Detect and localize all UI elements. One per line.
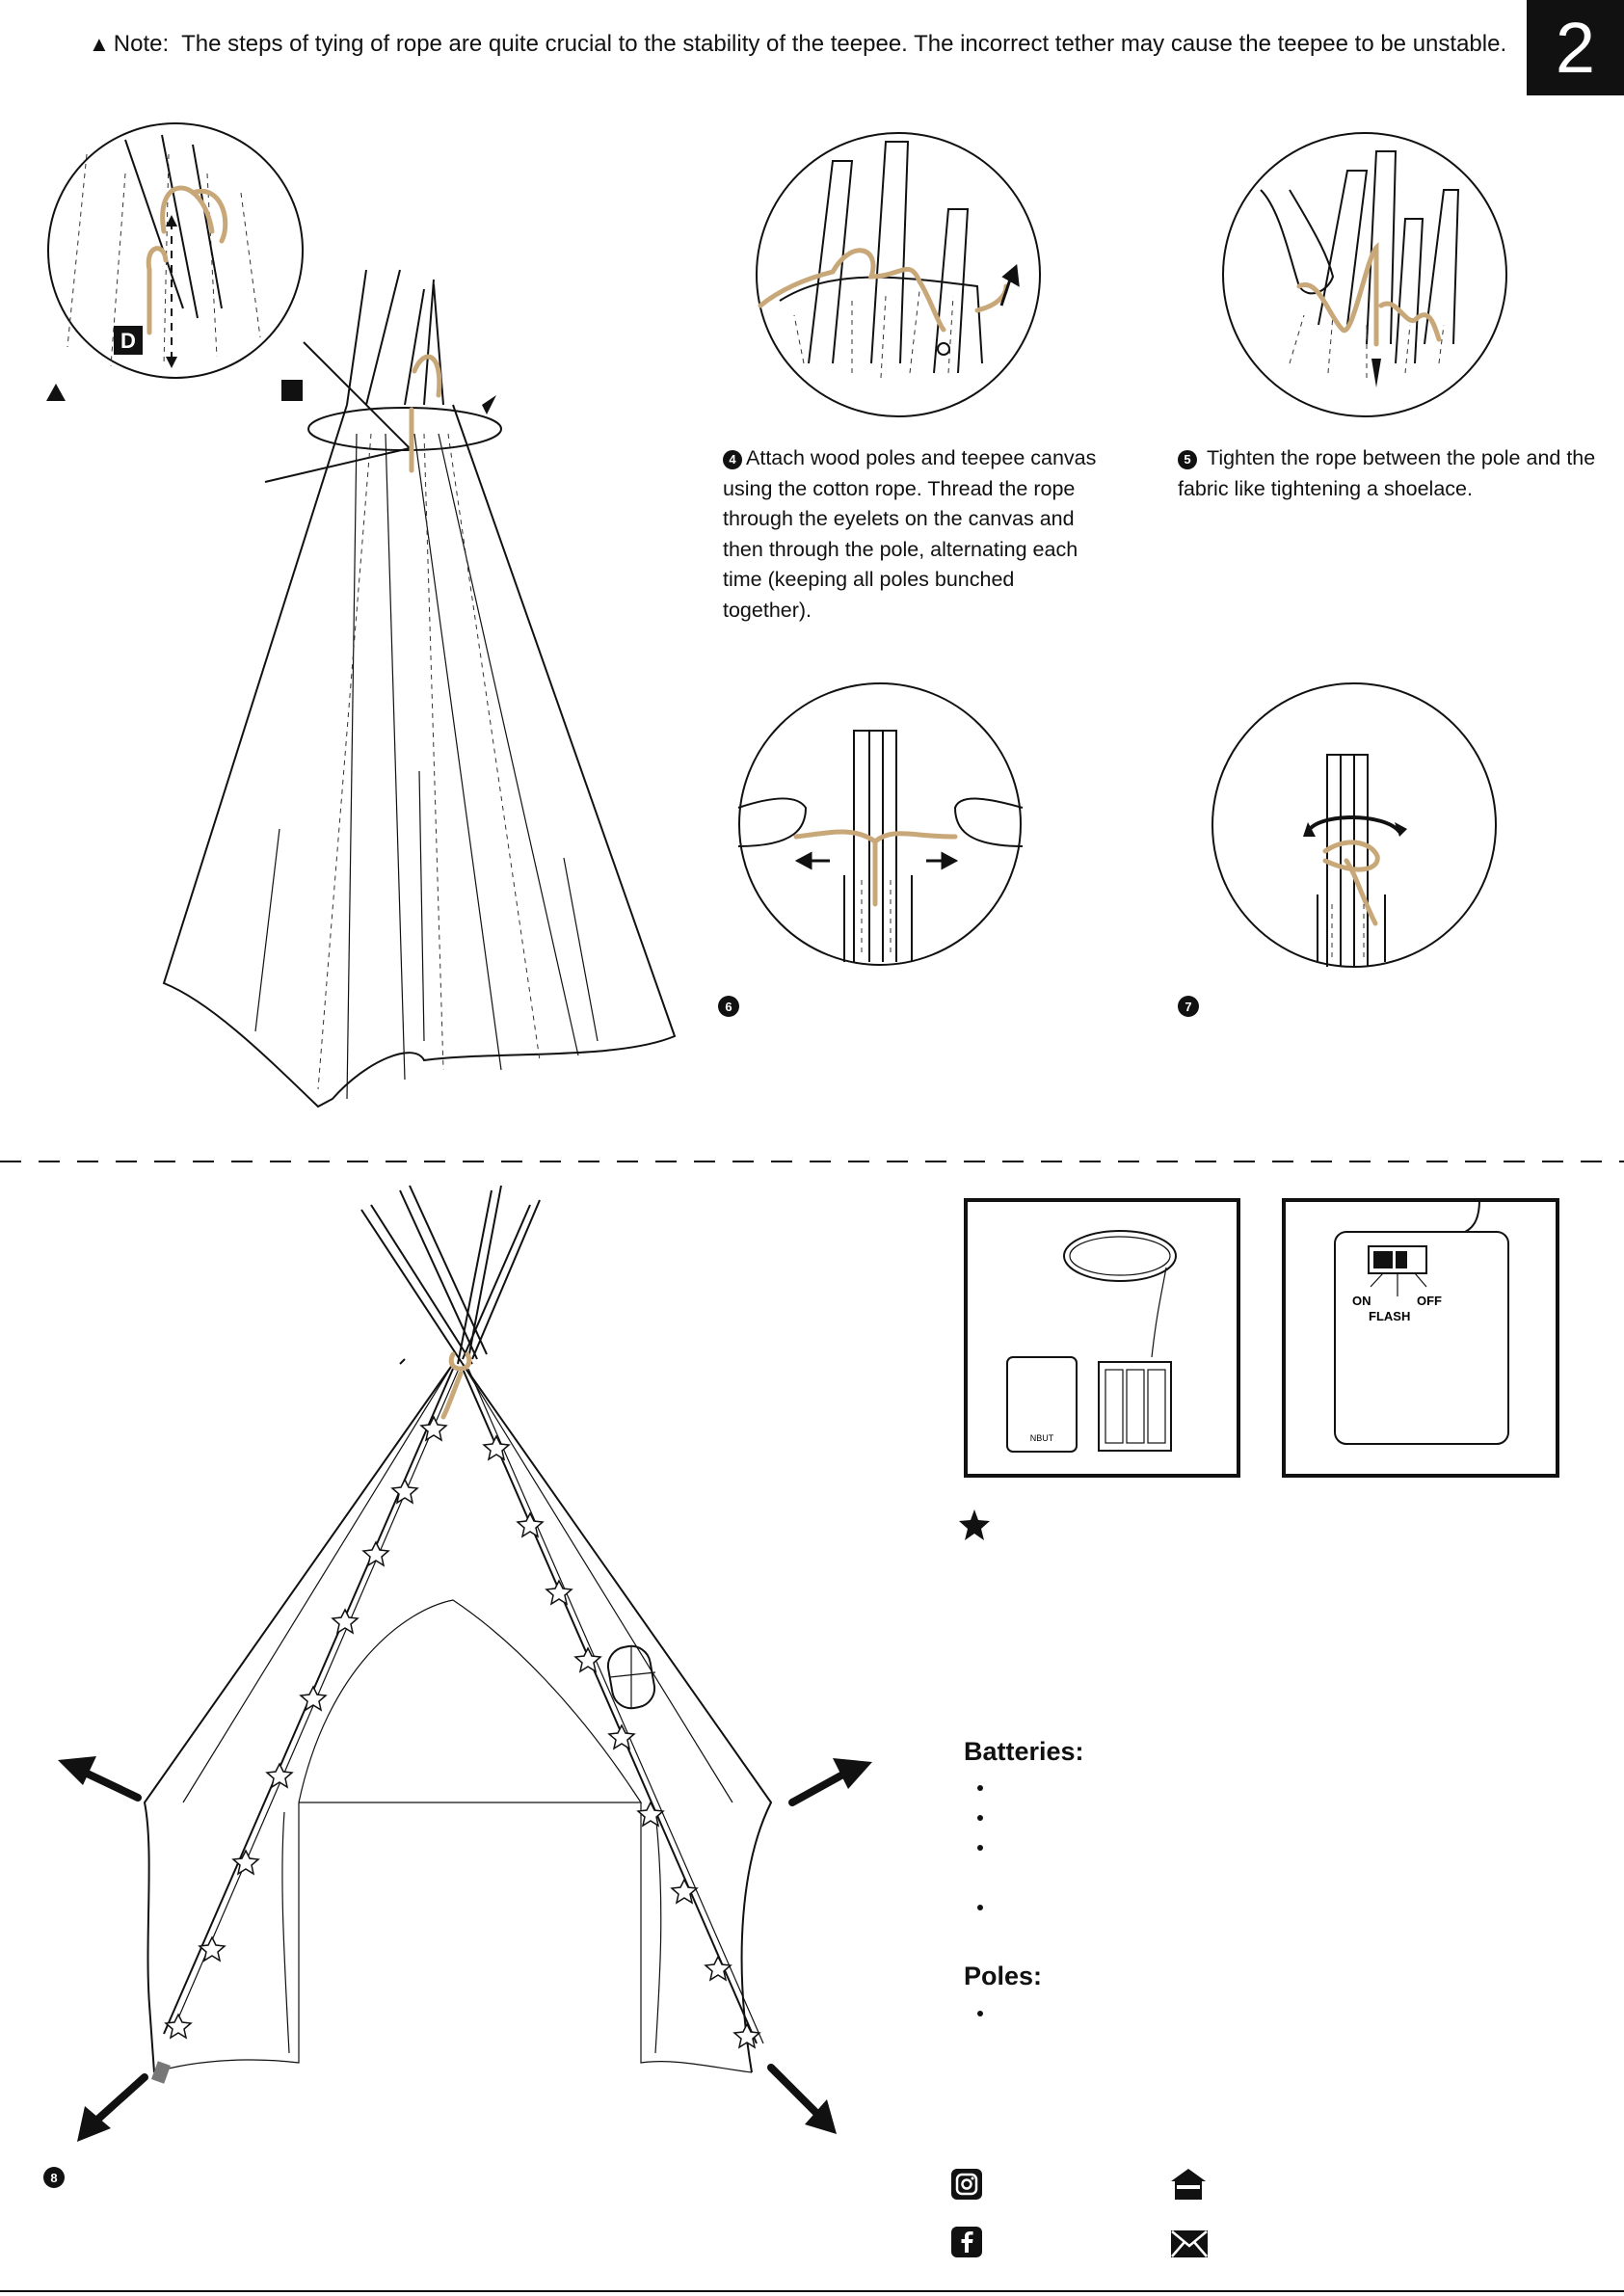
star-icon xyxy=(959,1509,990,1540)
section-divider xyxy=(0,1161,1624,1162)
batteries-bullet-2 xyxy=(977,1815,983,1821)
note-separator: : xyxy=(162,31,170,57)
poles-heading: Poles: xyxy=(964,1962,1043,1990)
batteries-bullet-4 xyxy=(977,1905,983,1910)
warning-marker-icon xyxy=(46,384,66,401)
step-5-badge: 5 xyxy=(1178,449,1197,469)
callout-letter: D xyxy=(120,329,136,353)
step-4-description: Attach wood poles and teepee canvas usin… xyxy=(723,446,1097,622)
safety-note: ▲Note: The steps of tying of rope are qu… xyxy=(89,31,1506,58)
step-7-label: 7 xyxy=(1178,996,1203,1017)
battery-box-label: NBUT xyxy=(1030,1433,1054,1443)
step-5-illustration xyxy=(1222,132,1507,417)
step-8-label: 8 xyxy=(43,2167,68,2188)
batteries-bullet-1 xyxy=(977,1785,983,1791)
switch-illustration: ON FLASH OFF xyxy=(1282,1198,1559,1478)
step-7-illustration xyxy=(1211,682,1497,968)
home-icon[interactable] xyxy=(1171,2169,1206,2200)
mail-icon[interactable] xyxy=(1171,2230,1208,2261)
step-6-illustration xyxy=(737,682,1024,966)
callout-letter-box xyxy=(114,326,143,355)
step-5-text: 5 Tighten the rope between the pole and … xyxy=(1178,443,1602,504)
teepee-rope-callout-illustration: D xyxy=(46,122,677,1108)
step-8-teepee-illustration xyxy=(58,1185,872,2142)
step-6-badge: 6 xyxy=(718,996,739,1017)
switch-off-label: OFF xyxy=(1417,1294,1442,1308)
batteries-bullet-3 xyxy=(977,1845,983,1851)
warning-icon: ▲ xyxy=(89,32,110,56)
step-8-badge: 8 xyxy=(43,2167,65,2188)
switch-flash-label: FLASH xyxy=(1369,1309,1410,1323)
step-5-description: Tighten the rope between the pole and th… xyxy=(1178,446,1596,500)
square-marker-icon xyxy=(281,380,303,401)
batteries-heading: Batteries: xyxy=(964,1737,1084,1766)
light-string-battery-illustration: NBUT xyxy=(964,1198,1240,1478)
bottom-rule xyxy=(0,2290,1624,2292)
note-label: Note xyxy=(113,31,163,57)
poles-bullet-1 xyxy=(977,2011,983,2016)
switch-on-label: ON xyxy=(1352,1294,1371,1308)
step-7-badge: 7 xyxy=(1178,996,1199,1017)
step-4-illustration xyxy=(756,132,1041,417)
step-6-label: 6 xyxy=(718,996,743,1017)
note-text: The steps of tying of rope are quite cru… xyxy=(181,31,1507,57)
step-4-badge: 4 xyxy=(723,449,742,469)
instagram-icon[interactable] xyxy=(951,2169,982,2200)
page-number: 2 xyxy=(1527,0,1624,95)
facebook-icon[interactable] xyxy=(951,2227,982,2257)
